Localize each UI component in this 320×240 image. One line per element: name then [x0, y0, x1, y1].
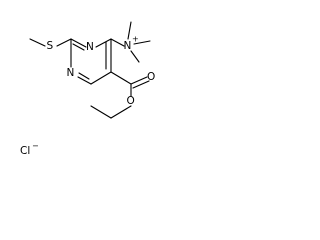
atom-s-label: S: [47, 40, 54, 52]
counterion-label: Cl: [20, 145, 30, 157]
bond-n3-c4: [95, 38, 112, 48]
bond-c5-c6: [90, 71, 112, 85]
structure-diagram: S N N N + O O Cl −: [20, 21, 155, 157]
bond-c6-n1: [77, 76, 92, 85]
bond-oester-ch2: [110, 105, 132, 119]
atom-nplus-charge: +: [132, 35, 139, 44]
atom-n1-label: N: [67, 67, 75, 79]
bond-sch3: [29, 38, 46, 47]
atom-nplus-label: N: [124, 40, 132, 52]
bond-c-carbonyl-2: [132, 80, 150, 89]
bond-c2-n3: [70, 38, 87, 48]
atom-n3-label: N: [86, 41, 94, 53]
bond-c2-n3-inner: [72, 43, 85, 51]
counterion-charge: −: [32, 142, 39, 151]
bond-c4-nplus: [110, 38, 125, 47]
bond-c-carbonyl: [130, 76, 148, 85]
bond-c6-n1-inner: [78, 72, 90, 80]
bond-nplus-me1: [127, 21, 132, 40]
bond-nplus-me2: [133, 40, 151, 45]
atom-o-ester-label: O: [127, 95, 135, 107]
bond-nplus-me3: [130, 50, 140, 63]
bond-ch2-ch3: [90, 105, 112, 119]
atom-o-carbonyl-label: O: [147, 71, 155, 83]
bond-s-c2: [56, 38, 72, 47]
bond-c5-cester: [110, 71, 132, 85]
